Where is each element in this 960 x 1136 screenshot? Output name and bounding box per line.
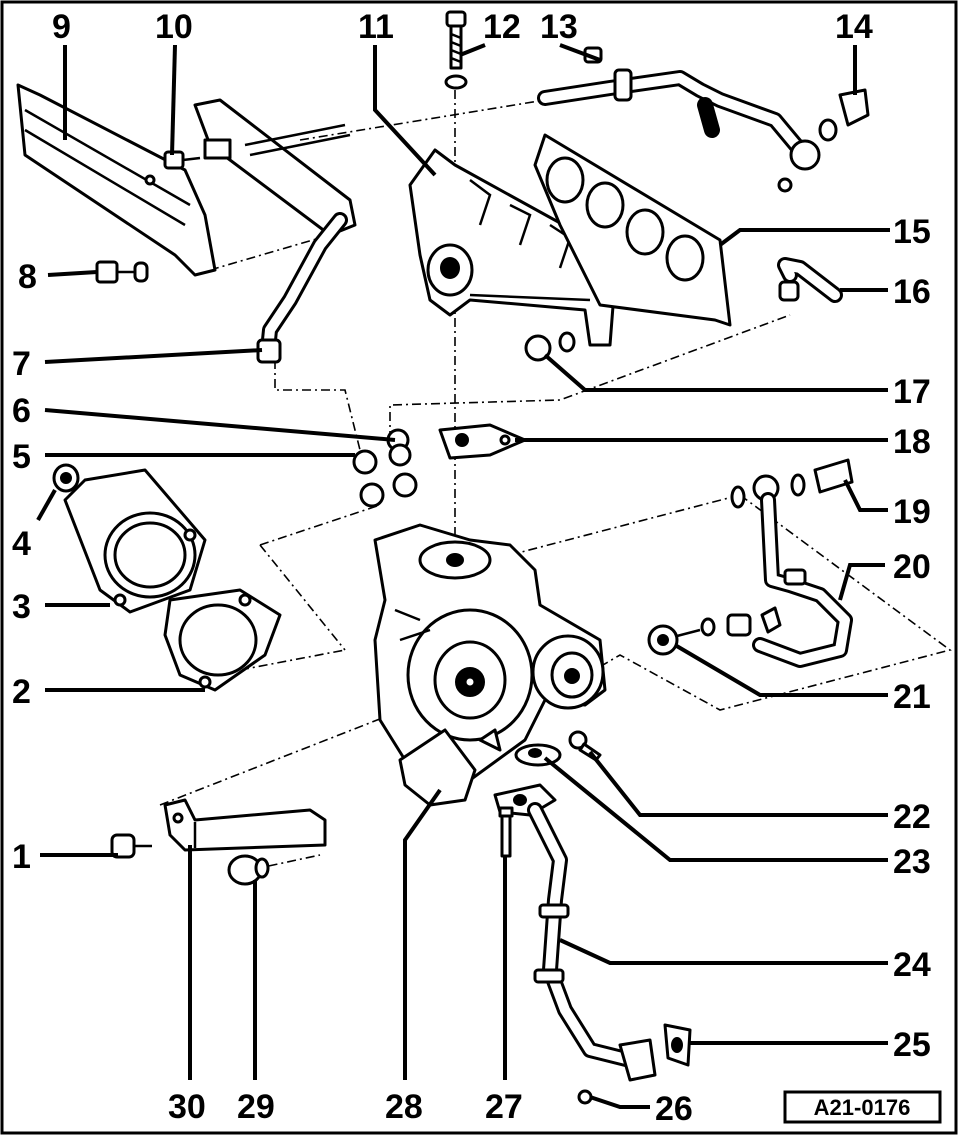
- callout-4: 4: [12, 525, 31, 563]
- callout-3: 3: [12, 588, 31, 626]
- callout-21: 21: [893, 678, 931, 716]
- callout-18: 18: [893, 423, 931, 461]
- callout-10: 10: [155, 8, 193, 46]
- callout-23: 23: [893, 843, 931, 881]
- support-bracket: [163, 798, 327, 852]
- manifold-gasket: [533, 133, 732, 327]
- nut-17: [524, 331, 576, 362]
- oil-supply-line: [193, 98, 357, 364]
- leader-lines: [36, 43, 890, 1109]
- bolt-27: [498, 806, 514, 858]
- callout-17: 17: [893, 373, 931, 411]
- reference-code-box: A21-0176: [783, 1090, 942, 1124]
- gasket-25: [663, 1023, 692, 1067]
- downpipe-flange: [63, 468, 207, 614]
- nuts-5-6: [352, 428, 418, 508]
- callout-2: 2: [12, 673, 31, 711]
- nut-29: [227, 854, 270, 886]
- gasket-23: [514, 743, 562, 767]
- callout-8: 8: [18, 258, 37, 296]
- callout-19: 19: [893, 493, 931, 531]
- gasket-18: [438, 423, 527, 460]
- callout-20: 20: [893, 548, 931, 586]
- long-bolt-12: [444, 10, 468, 90]
- callout-7: 7: [12, 345, 31, 383]
- reference-code: A21-0176: [814, 1095, 911, 1120]
- callout-28: 28: [385, 1088, 423, 1126]
- exhaust-manifold: [408, 148, 617, 347]
- callout-22: 22: [893, 798, 931, 836]
- callout-29: 29: [237, 1088, 275, 1126]
- coolant-line-right: [647, 458, 854, 668]
- callout-30: 30: [168, 1088, 206, 1126]
- pipe-16: [777, 257, 843, 303]
- callout-25: 25: [893, 1026, 931, 1064]
- callout-27: 27: [485, 1088, 523, 1126]
- callout-16: 16: [893, 273, 931, 311]
- callout-15: 15: [893, 213, 931, 251]
- heat-shield: [16, 83, 217, 277]
- callout-11: 11: [358, 8, 394, 46]
- callout-13: 13: [540, 8, 578, 46]
- turbocharger: [373, 523, 607, 807]
- nut-4: [52, 463, 80, 493]
- bolt-26: [577, 1089, 593, 1105]
- bolt-1: [110, 833, 152, 859]
- coolant-line-upper: [537, 46, 870, 193]
- callout-26: 26: [655, 1090, 693, 1128]
- bolt-8: [95, 260, 149, 284]
- flange-gasket: [163, 588, 282, 692]
- callout-24: 24: [893, 946, 931, 984]
- callout-5: 5: [12, 438, 31, 476]
- callout-1: 1: [12, 838, 31, 876]
- callout-6: 6: [12, 392, 31, 430]
- callout-labels: 1 2 3 4 5 6 7 8 9 10 11 12 13 14 15 16 1…: [12, 8, 931, 1128]
- callout-9: 9: [52, 8, 71, 46]
- callout-14: 14: [835, 8, 873, 46]
- callout-12: 12: [483, 8, 521, 46]
- assembly-lines: [159, 90, 952, 871]
